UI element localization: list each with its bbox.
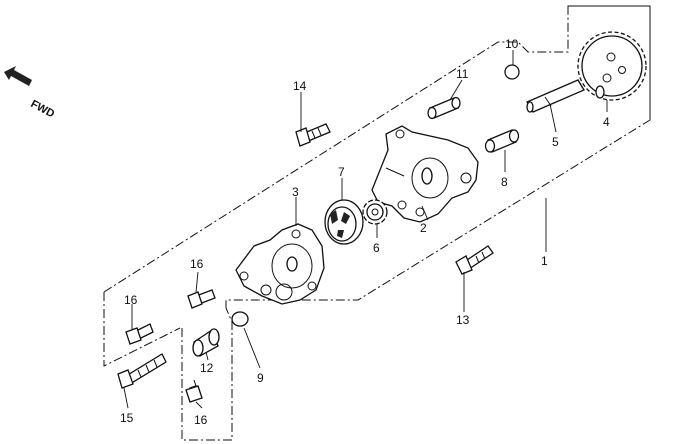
collar-12 [192,328,220,357]
o-ring-9 [231,311,249,327]
callout-11: 11 [456,67,469,81]
callout-14: 14 [293,79,307,93]
bolt-16-left [125,323,154,345]
dowel-pin-right [484,129,520,153]
callout-1: 1 [541,254,548,268]
bolt-16-upper [187,289,216,309]
outer-rotor [324,199,364,245]
pump-body [371,125,479,223]
bolt-13 [455,245,494,275]
callout-10: 10 [505,37,519,51]
callout-4: 4 [603,115,610,129]
o-ring-small [504,64,520,80]
drive-gear [577,31,647,101]
callout-9: 9 [257,371,264,385]
assembly-frame-gear [568,5,651,120]
fwd-arrow-icon [4,66,32,86]
callout-labels: 1 2 3 4 5 6 7 8 9 10 11 12 13 14 15 16 1… [120,37,610,427]
fwd-label: FWD [29,98,57,120]
leader-lines [123,50,608,409]
bolt-14 [295,123,331,147]
callout-13: 13 [456,313,470,327]
callout-8: 8 [501,175,508,189]
callout-16-upper: 16 [190,257,204,271]
pump-shaft [526,79,585,113]
callout-6: 6 [373,241,380,255]
pump-cover [235,223,325,305]
callout-7: 7 [338,165,345,179]
callout-5: 5 [552,135,559,149]
bolt-16-lower [185,379,203,403]
assembly-frame-lower [181,307,233,441]
callout-16-left: 16 [124,293,138,307]
callout-16-lower: 16 [194,413,208,427]
callout-12: 12 [200,361,214,375]
callout-3: 3 [292,185,299,199]
callout-15: 15 [120,411,134,425]
inner-rotor [362,199,388,225]
bolt-15 [117,353,167,389]
dowel-pin-upper [427,96,461,120]
callout-2: 2 [420,221,427,235]
